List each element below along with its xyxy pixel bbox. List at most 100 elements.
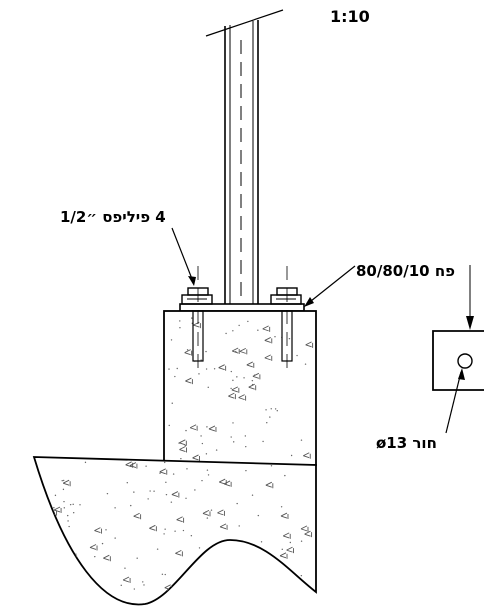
concrete-hatch-dot	[170, 339, 173, 341]
concrete-hatch-dot	[164, 461, 166, 464]
concrete-hatch-dot	[251, 494, 254, 496]
concrete-hatch-dot	[251, 383, 254, 386]
concrete-hatch-dot	[75, 553, 77, 555]
concrete-hatch-dot	[94, 555, 96, 558]
concrete-hatch-dot	[120, 584, 122, 587]
concrete-hatch-dot	[206, 517, 209, 519]
concrete-hatch-dot	[215, 449, 218, 451]
concrete-hatch-dot	[147, 498, 149, 500]
concrete-hatch-dot	[200, 359, 202, 361]
concrete-hatch-mark	[283, 532, 291, 539]
concrete-hatch-mark	[280, 512, 289, 520]
concrete-hatch-dot	[245, 469, 247, 472]
concrete-hatch-mark	[217, 509, 225, 516]
concrete-hatch-dot	[142, 581, 144, 583]
concrete-hatch-mark	[228, 392, 236, 400]
concrete-hatch-dot	[236, 376, 238, 378]
concrete-hatch-mark	[133, 512, 142, 520]
concrete-hatch-mark	[286, 546, 294, 554]
concrete-hatch-mark	[94, 527, 102, 534]
concrete-hatch-dot	[130, 504, 132, 507]
concrete-hatch-dot	[288, 337, 291, 340]
concrete-hatch-dot	[230, 370, 232, 373]
concrete-hatch-dot	[174, 530, 176, 532]
concrete-hatch-dot	[213, 368, 216, 370]
concrete-hatch-mark	[188, 587, 196, 594]
concrete-hatch-dot	[296, 354, 298, 357]
concrete-hatch-dot	[235, 350, 237, 353]
concrete-hatch-dot	[133, 588, 136, 590]
concrete-hatch-dot	[156, 548, 159, 550]
concrete-hatch-mark	[122, 576, 131, 583]
concrete-hatch-dot	[244, 581, 246, 583]
plate-label: פח 80/80/10	[356, 262, 455, 280]
concrete-hatch-dot	[114, 537, 116, 539]
concrete-hatch-mark	[175, 549, 183, 557]
concrete-hatch-mark	[253, 577, 262, 584]
concrete-hatch-dot	[232, 422, 234, 424]
concrete-hatch-dot	[180, 457, 182, 460]
plate-detail-view	[432, 265, 484, 391]
concrete-hatch-dot	[206, 469, 209, 471]
concrete-hatch-mark	[300, 525, 309, 532]
concrete-hatch-dot	[199, 586, 201, 589]
concrete-hatch-dot	[205, 350, 207, 353]
concrete-hatch-dot	[186, 349, 189, 351]
concrete-hatch-dot	[232, 379, 234, 382]
concrete-hatch-dot	[185, 429, 187, 432]
concrete-hatch-dot	[251, 551, 253, 553]
concrete-hatch-dot	[270, 558, 272, 561]
concrete-hatch-dot	[54, 494, 57, 497]
concrete-hatch-dot	[171, 402, 173, 404]
concrete-hatch-dot	[262, 440, 264, 443]
concrete-hatch-mark	[239, 347, 248, 355]
concrete-hatch-dot	[153, 490, 155, 492]
concrete-hatch-dot	[44, 501, 46, 503]
concrete-hatch-dot	[254, 553, 256, 555]
concrete-hatch-dot	[62, 479, 65, 482]
concrete-hatch-mark	[243, 560, 252, 567]
concrete-hatch-dot	[159, 472, 161, 474]
concrete-hatch-dot	[62, 488, 65, 491]
concrete-hatch-dot	[164, 528, 166, 530]
bolt-label: 4 פיליפס ״1/2	[60, 208, 166, 226]
concrete-hatch-mark	[212, 566, 221, 573]
concrete-hatch-dot	[201, 479, 203, 482]
concrete-hatch-mark	[125, 461, 134, 468]
concrete-hatch-dot	[184, 444, 187, 447]
concrete-hatch-mark	[89, 544, 98, 551]
concrete-hatch-mark	[252, 372, 261, 380]
concrete-hatch-dot	[206, 426, 208, 428]
concrete-hatch-mark	[304, 530, 313, 538]
concrete-hatch-dot	[207, 474, 210, 476]
concrete-hatch-dot	[79, 504, 81, 506]
concrete-hatch-dot	[145, 465, 147, 467]
scale-label: 1:10	[330, 7, 370, 26]
base-plate	[179, 303, 305, 312]
concrete-hatch-mark	[129, 462, 138, 469]
concrete-hatch-dot	[270, 465, 273, 467]
concrete-hatch-dot	[290, 454, 293, 457]
concrete-hatch-dot	[304, 363, 307, 365]
concrete-hatch-dot	[163, 533, 165, 535]
concrete-hatch-dot	[201, 442, 204, 445]
concrete-hatch-dot	[269, 416, 271, 418]
concrete-hatch-dot	[200, 435, 202, 437]
concrete-hatch-mark	[231, 386, 240, 393]
concrete-hatch-dot	[198, 373, 200, 375]
concrete-footing	[32, 456, 317, 606]
concrete-hatch-dot	[198, 547, 201, 549]
concrete-hatch-dot	[230, 387, 232, 390]
concrete-hatch-dot	[280, 584, 282, 586]
concrete-hatch-mark	[185, 377, 193, 385]
concrete-hatch-dot	[236, 502, 238, 505]
concrete-hatch-mark	[262, 325, 271, 332]
concrete-hatch-dot	[63, 507, 66, 509]
concrete-hatch-dot	[176, 367, 178, 370]
concrete-hatch-mark	[179, 439, 187, 446]
concrete-pier	[163, 310, 317, 466]
concrete-hatch-mark	[218, 364, 227, 371]
concrete-hatch-mark	[103, 554, 111, 562]
concrete-hatch-mark	[265, 481, 274, 489]
concrete-hatch-mark	[264, 337, 273, 344]
